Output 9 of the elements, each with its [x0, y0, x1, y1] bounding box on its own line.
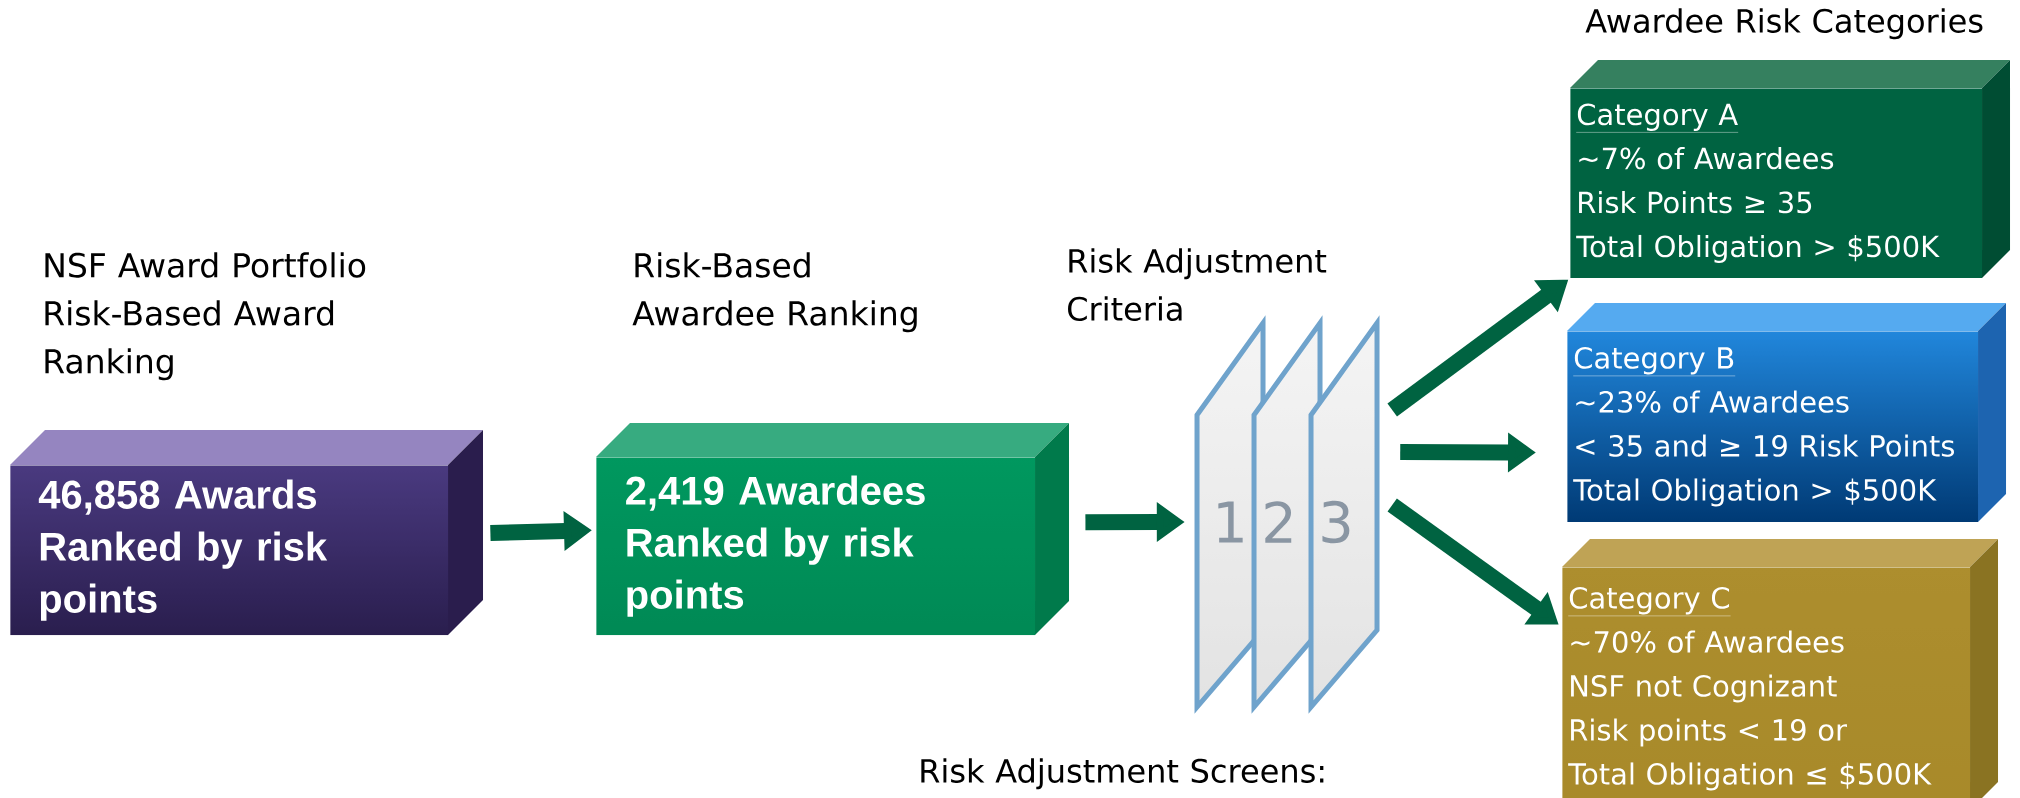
- category-box: Category C ~70% of Awardees NSF not Cognizant Risk points < 19 or Total Obligation ≤ $500K: [1562, 539, 1999, 798]
- category-box: Category B ~23% of Awardees < 35 and ≥ 19 Risk Points Total Obligation > $500K: [1567, 303, 2007, 522]
- box: 2,419 Awardees Ranked by risk points: [596, 423, 1069, 636]
- node-label: Risk-Based Awardee Ranking: [632, 252, 917, 333]
- node-label: NSF Award Portfolio Risk-Based Award Ranking: [45, 252, 366, 381]
- heading: Awardee Risk Categories: [1585, 8, 1983, 40]
- category-box: Category A ~7% of Awardees Risk Points ≥ 35 Total Obligation > $500K: [1570, 60, 2011, 279]
- box: 46,858 Awards Ranked by risk points: [10, 430, 483, 636]
- heading: Risk Adjustment Screens:: [921, 758, 1324, 790]
